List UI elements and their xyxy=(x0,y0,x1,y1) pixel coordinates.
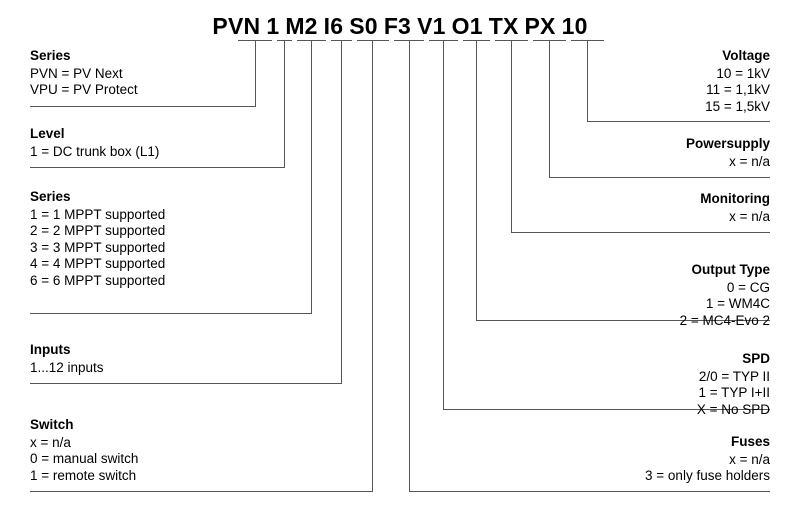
block-voltage: Voltage 10 = 1kV 11 = 1,1kV 15 = 1,5kV xyxy=(470,48,770,115)
block-powersupply: Powersupply x = n/a xyxy=(470,136,770,170)
block-row: 2 = 2 MPPT supported xyxy=(30,223,166,238)
leader-monitoring xyxy=(510,41,770,234)
part-segment-tx: TX xyxy=(488,13,519,39)
block-row: 11 = 1,1kV xyxy=(706,82,770,97)
block-title: Level xyxy=(30,126,65,141)
leader-spd xyxy=(442,41,770,411)
block-row: 15 = 1,5kV xyxy=(705,98,770,114)
part-segment-i6: I6 xyxy=(323,13,344,39)
block-title: Fuses xyxy=(730,434,770,449)
block-output-type: Output Type 0 = CG 1 = WM4C 2 = MC4-Evo … xyxy=(430,262,770,329)
block-row: x = n/a xyxy=(729,208,770,224)
block-row: 4 = 4 MPPT supported xyxy=(30,256,166,271)
block-row: PVN = PV Next xyxy=(30,65,123,81)
leader-output-type xyxy=(475,41,770,322)
block-row: 1 = DC trunk box (L1) xyxy=(30,143,160,159)
block-row: 0 = CG xyxy=(726,279,770,295)
part-segment-10: 10 xyxy=(561,13,588,39)
block-title: Series xyxy=(30,48,71,63)
block-title: Output Type xyxy=(691,262,771,277)
part-segment-f3: F3 xyxy=(383,13,412,39)
block-row: 6 = 6 MPPT supported xyxy=(30,272,166,288)
block-row: 1...12 inputs xyxy=(30,359,104,375)
part-segment-px: PX xyxy=(524,13,556,39)
block-row: 3 = 3 MPPT supported xyxy=(30,239,166,255)
block-row: 2 = MC4-Evo 2 xyxy=(679,312,770,328)
leader-voltage xyxy=(586,41,770,123)
block-inputs: Inputs 1...12 inputs xyxy=(30,342,104,376)
part-segment-m2: M2 xyxy=(285,13,318,39)
leader-fuses xyxy=(408,41,770,493)
block-title: SPD xyxy=(742,351,770,366)
block-title: Inputs xyxy=(30,342,71,357)
part-segment-s0: S0 xyxy=(349,13,378,39)
block-row: 2/0 = TYP II xyxy=(698,368,770,384)
block-row: 3 = only fuse holders xyxy=(645,468,770,483)
block-row: 1 = WM4C xyxy=(705,296,770,311)
block-switch: Switch x = n/a 0 = manual switch 1 = rem… xyxy=(30,417,138,484)
part-segment-o1: O1 xyxy=(451,13,483,39)
block-row: x = n/a xyxy=(729,153,770,169)
block-title: Switch xyxy=(30,417,74,432)
block-level: Level 1 = DC trunk box (L1) xyxy=(30,126,159,160)
block-series-mppt: Series 1 = 1 MPPT supported 2 = 2 MPPT s… xyxy=(30,189,165,289)
block-row: 0 = manual switch xyxy=(30,451,139,466)
leader-switch xyxy=(30,41,374,493)
leader-inputs xyxy=(30,41,343,385)
leader-level xyxy=(30,41,286,169)
block-fuses: Fuses x = n/a 3 = only fuse holders xyxy=(400,434,770,485)
leader-series-2 xyxy=(30,41,313,315)
leader-series-1 xyxy=(30,41,257,108)
leader-powersupply xyxy=(548,41,770,179)
part-segment-pvn: PVN xyxy=(212,13,261,39)
block-series-prefix: Series PVN = PV Next VPU = PV Protect xyxy=(30,48,138,99)
block-row: x = n/a xyxy=(729,451,770,467)
block-title: Powersupply xyxy=(685,136,770,151)
block-row: x = n/a xyxy=(30,434,71,450)
block-row: X = No SPD xyxy=(696,401,770,417)
block-row: 1 = remote switch xyxy=(30,467,137,483)
block-monitoring: Monitoring x = n/a xyxy=(470,191,770,225)
block-row: 10 = 1kV xyxy=(716,65,770,81)
part-segment-v1: V1 xyxy=(417,13,446,39)
block-row: VPU = PV Protect xyxy=(30,82,138,97)
block-row: 1 = 1 MPPT supported xyxy=(30,206,166,222)
block-title: Voltage xyxy=(722,48,770,63)
part-segment-level: 1 xyxy=(266,13,280,39)
block-row: 1 = TYP I+II xyxy=(698,385,770,400)
block-title: Monitoring xyxy=(700,191,770,206)
block-spd: SPD 2/0 = TYP II 1 = TYP I+II X = No SPD xyxy=(430,351,770,418)
block-title: Series xyxy=(30,189,71,204)
